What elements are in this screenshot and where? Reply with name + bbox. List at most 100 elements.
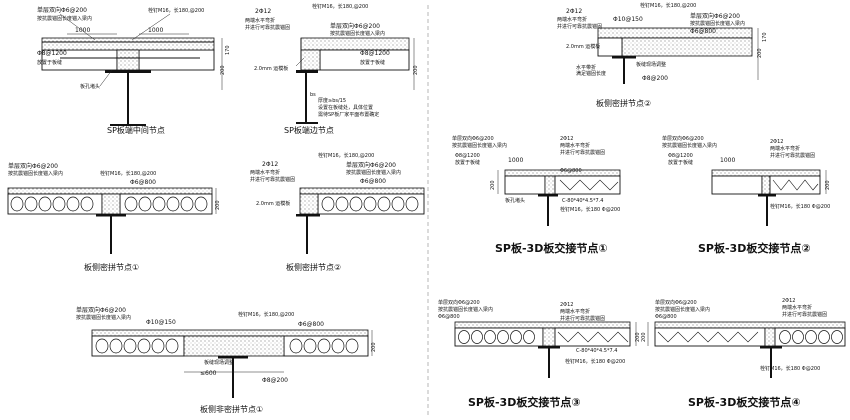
svg-text:单层双向Φ6@200: 单层双向Φ6@200 (8, 162, 58, 170)
svg-text:2Φ12: 2Φ12 (262, 161, 278, 168)
svg-text:Φ6@800: Φ6@800 (690, 28, 716, 35)
slab-holes (779, 330, 843, 344)
svg-text:2Φ12: 2Φ12 (770, 139, 783, 145)
svg-text:按抗震锚固长度锚入梁内: 按抗震锚固长度锚入梁内 (330, 30, 385, 37)
svg-text:单层双向Φ6@200: 单层双向Φ6@200 (330, 22, 380, 30)
svg-text:按抗震锚固长度锚入梁内: 按抗震锚固长度锚入梁内 (662, 142, 717, 149)
svg-text:Φ8@200: Φ8@200 (642, 75, 668, 82)
caption-3: 板侧密拼节点② (596, 98, 651, 108)
svg-text:设置在板缝处，具体位置: 设置在板缝处，具体位置 (318, 104, 373, 111)
svg-text:栓钉M16，长180 Φ@200: 栓钉M16，长180 Φ@200 (770, 203, 830, 210)
svg-text:并进行可靠抗震锚固: 并进行可靠抗震锚固 (557, 23, 602, 30)
label-anchor: 按抗震锚固长度锚入梁内 (37, 15, 92, 22)
svg-text:两端水平弯折: 两端水平弯折 (782, 304, 812, 311)
svg-text:Φ8@1200: Φ8@1200 (668, 153, 693, 159)
svg-text:按抗震锚固长度锚入梁内: 按抗震锚固长度锚入梁内 (690, 20, 745, 27)
svg-text:按抗震锚固长度锚入梁内: 按抗震锚固长度锚入梁内 (76, 314, 131, 321)
caption-1: SP板端中间节点 (107, 125, 165, 135)
svg-text:按抗震锚固长度锚入梁内: 按抗震锚固长度锚入梁内 (452, 142, 507, 149)
detail-sp-end-middle: 1000 1000 200 170 单层双向Φ6@200 按抗震锚固长度锚入梁内… (37, 6, 231, 135)
svg-text:按抗震锚固长度锚入梁内: 按抗震锚固长度锚入梁内 (346, 169, 401, 176)
label-2phi12: 2Φ12 (255, 8, 271, 15)
dim-170: 170 (225, 45, 231, 55)
dim-1000-left: 1000 (75, 27, 90, 34)
svg-text:栓钉M16，长180,@200: 栓钉M16，长180,@200 (100, 170, 156, 177)
slab-holes (321, 196, 419, 212)
label-bottom: 放置于板缝 (37, 59, 62, 66)
svg-text:200: 200 (641, 332, 647, 342)
detail-sp-3d-2: 200 单层双向Φ6@200 按抗震锚固长度锚入梁内 2Φ12 两端水平弯折 并… (662, 135, 831, 255)
svg-text:Φ8@1200: Φ8@1200 (455, 153, 480, 159)
svg-text:200: 200 (371, 342, 377, 352)
svg-text:需待SP板厂家平面布置确定: 需待SP板厂家平面布置确定 (318, 111, 379, 118)
svg-text:按抗震锚固长度锚入梁内: 按抗震锚固长度锚入梁内 (655, 306, 710, 313)
svg-text:单层双向Φ6@200: 单层双向Φ6@200 (452, 135, 494, 142)
label-hole-block: 板孔堵头 (80, 83, 100, 90)
svg-text:两端水平弯折: 两端水平弯折 (560, 142, 590, 149)
svg-text:板缝现场调整: 板缝现场调整 (204, 359, 234, 366)
slab-holes-left (95, 338, 179, 354)
svg-text:并进行可靠抗震锚固: 并进行可靠抗震锚固 (560, 149, 605, 156)
slab-holes (458, 330, 535, 344)
label-rebar: 单层双向Φ6@200 (37, 6, 87, 14)
svg-text:栓钉M16，长180 Φ@200: 栓钉M16，长180 Φ@200 (565, 358, 625, 365)
caption-8: SP板-3D板交接节点② (698, 241, 811, 255)
svg-text:200: 200 (490, 180, 496, 190)
svg-text:Φ6@800: Φ6@800 (560, 168, 582, 174)
svg-text:1000: 1000 (508, 157, 523, 164)
svg-text:放置于板缝: 放置于板缝 (668, 159, 693, 166)
svg-text:单层双向Φ6@200: 单层双向Φ6@200 (662, 135, 704, 142)
detail-sp-3d-3: 200 单层双向Φ6@200 按抗震锚固长度锚入梁内 Φ6@800 2Φ12 两… (438, 299, 641, 409)
svg-text:200: 200 (413, 65, 419, 75)
svg-text:并进行可靠抗震锚固: 并进行可靠抗震锚固 (245, 24, 290, 31)
svg-text:200: 200 (215, 200, 221, 210)
caption-6: 板侧非密拼节点① (200, 404, 263, 414)
svg-text:两端水平弯折: 两端水平弯折 (250, 169, 280, 176)
joint-concrete (116, 49, 140, 71)
svg-text:并进行可靠抗震锚固: 并进行可靠抗震锚固 (560, 315, 605, 322)
svg-text:2Φ12: 2Φ12 (560, 302, 573, 308)
svg-text:并进行可靠抗震锚固: 并进行可靠抗震锚固 (250, 176, 295, 183)
detail-side-tight-1: 200 单层双向Φ6@200 按抗震锚固长度锚入梁内 栓钉M16，长180,@2… (7, 162, 221, 272)
slab-holes-right (124, 196, 208, 212)
svg-text:水平带折: 水平带折 (576, 64, 596, 71)
svg-text:bs: bs (310, 92, 316, 98)
svg-text:栓钉M16，长180,@200: 栓钉M16，长180,@200 (640, 2, 696, 9)
detail-sp-3d-1: 200 单层双向Φ6@200 按抗震锚固长度锚入梁内 2Φ12 两端水平弯折 并… (452, 135, 621, 255)
svg-text:2.0mm 运模板: 2.0mm 运模板 (254, 65, 288, 72)
svg-text:厚度≥bs/15: 厚度≥bs/15 (318, 97, 346, 104)
detail-sp-end-edge: 200 2Φ12 两端水平弯折 并进行可靠抗震锚固 栓钉M16，长180,@20… (245, 3, 419, 135)
dim-1000-right: 1000 (148, 27, 163, 34)
svg-text:栓钉M16，长180,@200: 栓钉M16，长180,@200 (312, 3, 368, 10)
caption-7: SP板-3D板交接节点① (495, 241, 608, 255)
edge-concrete (300, 49, 321, 71)
svg-text:200: 200 (635, 332, 641, 342)
svg-text:按抗震锚固长度锚入梁内: 按抗震锚固长度锚入梁内 (438, 306, 493, 313)
svg-text:≤600: ≤600 (200, 370, 217, 377)
caption-9: SP板-3D板交接节点③ (468, 395, 581, 409)
label-phi8: Φ8@1200 (37, 50, 67, 57)
svg-text:单层双向Φ6@200: 单层双向Φ6@200 (655, 299, 697, 306)
svg-text:Φ10@150: Φ10@150 (613, 16, 643, 23)
caption-5: 板侧密拼节点② (286, 262, 341, 272)
svg-text:Φ10@150: Φ10@150 (146, 319, 176, 326)
svg-text:Φ6@800: Φ6@800 (655, 314, 677, 320)
svg-text:两端水平弯折: 两端水平弯折 (770, 145, 800, 152)
svg-text:Φ6@800: Φ6@800 (438, 314, 460, 320)
svg-text:按抗震锚固长度锚入梁内: 按抗震锚固长度锚入梁内 (8, 170, 63, 177)
svg-text:2.0mm 运模板: 2.0mm 运模板 (566, 43, 600, 50)
svg-text:Φ6@800: Φ6@800 (298, 321, 324, 328)
svg-text:栓钉M16，长180,@200: 栓钉M16，长180,@200 (318, 152, 374, 159)
svg-text:两端水平弯折: 两端水平弯折 (557, 16, 587, 23)
detail-sp-3d-4: 200 单层双向Φ6@200 按抗震锚固长度锚入梁内 Φ6@800 2Φ12 两… (641, 298, 846, 409)
svg-text:C-80*40*4.5*7.4: C-80*40*4.5*7.4 (562, 198, 603, 204)
caption-10: SP板-3D板交接节点④ (688, 395, 801, 409)
svg-text:并进行可靠抗震锚固: 并进行可靠抗震锚固 (782, 311, 827, 318)
svg-text:两端水平弯折: 两端水平弯折 (245, 17, 275, 24)
svg-text:满足锚固长度: 满足锚固长度 (576, 70, 606, 77)
svg-text:200: 200 (757, 48, 763, 58)
label-stud: 栓钉M16，长180,@200 (148, 7, 204, 14)
svg-text:2.0mm 运模板: 2.0mm 运模板 (256, 200, 290, 207)
detail-side-loose-1: 200 单层双向Φ6@200 按抗震锚固长度锚入梁内 Φ10@150 栓钉M16… (76, 306, 377, 414)
